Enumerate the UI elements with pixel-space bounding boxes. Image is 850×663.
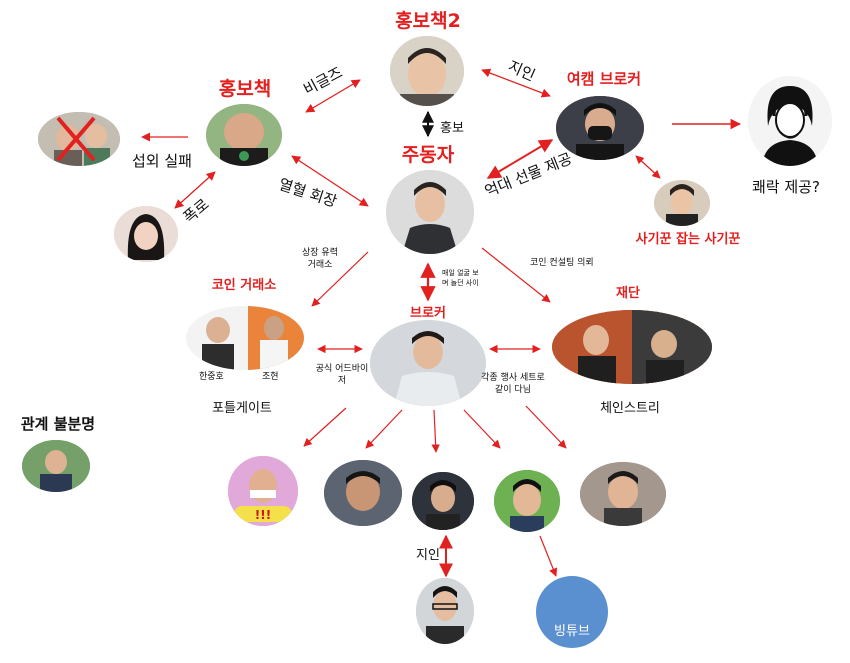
label-maeil-1: 매일 얼굴 보: [442, 269, 479, 277]
edge-fan-4: [463, 409, 501, 449]
svg-text:!!!: !!!: [255, 508, 271, 522]
node-bingtube: [536, 576, 608, 648]
label-judongja: 주동자: [401, 144, 455, 166]
red-x-icon: [56, 116, 96, 162]
photo-sagikun: [654, 180, 710, 226]
label-broker: 브로커: [410, 306, 446, 321]
photo-pokro-woman: [114, 206, 178, 262]
photo-bottom-2: [324, 460, 402, 526]
photo-coin-exchange: [186, 306, 304, 370]
label-coin-exchange: 코인 거래소: [211, 278, 277, 293]
label-events-2: 같이 다님: [495, 385, 531, 395]
edge-eokdae: [486, 139, 554, 179]
woman-operator-icon: [748, 76, 832, 166]
edge-jiin-top: [481, 68, 551, 98]
photo-bottom-1: !!!: [228, 456, 298, 526]
label-fortune-gate: 포틀게이트: [212, 401, 272, 416]
label-maeil-2: 며 놀던 사이: [442, 279, 479, 287]
edge-fan-1: [303, 407, 347, 447]
oyeah-sticker-icon: !!!: [234, 506, 292, 522]
label-events-1: 각종 행사 세트로: [481, 373, 545, 383]
edge-fan-5: [525, 405, 567, 449]
photo-bottom-4: [494, 470, 560, 532]
label-sangjang-1: 상장 유력: [302, 248, 338, 258]
photo-name-1: 한중호: [199, 372, 224, 382]
photo-seopoe-failed: [38, 112, 120, 166]
label-relation-unclear: 관계 불분명: [20, 415, 96, 433]
label-hongbochaek: 홍보책: [218, 78, 272, 100]
photo-broker: [370, 320, 486, 406]
label-hongbochaek2: 홍보책2: [395, 10, 461, 32]
edge-yeolhyeol: [291, 155, 369, 207]
label-consulting: 코인 컨설팅 의뢰: [530, 258, 594, 268]
label-sangjang-2: 거래소: [307, 260, 333, 270]
edge-pokro: [174, 171, 216, 209]
label-official-adv-1: 공식 어드바이: [315, 364, 369, 374]
photo-bottom-3: [412, 472, 474, 530]
edge-sagikun: [635, 155, 661, 179]
photo-bottom-5: [580, 462, 666, 526]
photo-judongja: [386, 170, 474, 254]
photo-yeocam-broker: [556, 96, 644, 160]
label-sagikun: 사기꾼 잡는 사기꾼: [635, 232, 741, 247]
label-jiin-bottom: 지인: [416, 548, 440, 563]
label-official-adv-2: 저: [337, 376, 347, 386]
edge-sangjang: [311, 251, 369, 307]
edge-bigeuljeu: [305, 79, 361, 113]
label-bingtube: 빙튜브: [554, 624, 590, 639]
photo-foundation: [552, 310, 712, 384]
label-foundation: 재단: [616, 286, 640, 301]
label-chainstreet: 체인스트리: [600, 401, 660, 416]
edge-fan-3: [431, 409, 440, 453]
label-yeocam-broker: 여캠 브로커: [566, 70, 642, 88]
photo-relation-unclear: [22, 440, 90, 492]
label-seopoe: 섭외 실패: [132, 152, 192, 170]
edge-fan-2: [365, 409, 403, 449]
edge-bingtube: [539, 535, 558, 577]
label-hongbo: 홍보: [440, 121, 464, 136]
photo-hongbochaek: [206, 104, 282, 166]
photo-name-2: 조현: [262, 372, 279, 382]
label-kwaerak: 쾌락 제공?: [752, 178, 820, 196]
photo-hongbochaek2: [390, 36, 464, 106]
photo-bottom-jiin: [416, 578, 474, 644]
edge-consulting: [481, 247, 551, 303]
